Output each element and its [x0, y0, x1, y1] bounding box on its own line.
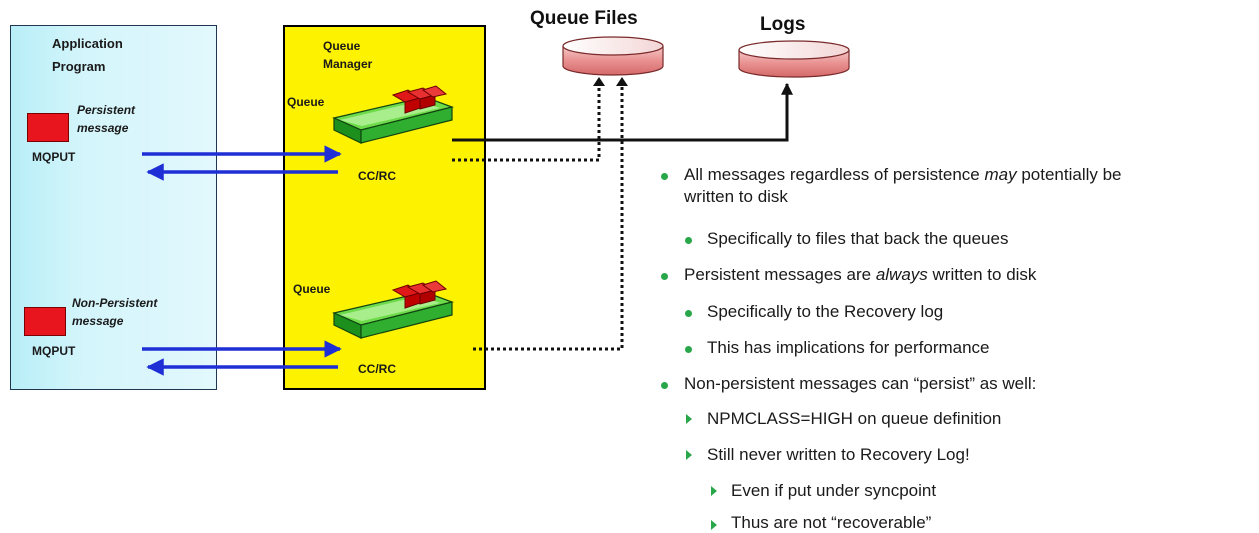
queue-top-tray-icon	[332, 85, 455, 144]
mqput-top-label: MQPUT	[32, 150, 76, 164]
queue-files-title: Queue Files	[530, 8, 638, 29]
mqput-bottom-label: MQPUT	[32, 344, 76, 358]
bullet-5: This has implications for performance	[707, 338, 990, 357]
logs-cylinder-icon	[738, 40, 850, 78]
bottom-queue-to-queue-files-connector	[473, 84, 624, 351]
application-title-line1: Application	[52, 36, 123, 51]
queue-top-label: Queue	[287, 95, 325, 109]
ccrc-bottom-label: CC/RC	[358, 362, 396, 376]
logs-title: Logs	[760, 14, 806, 35]
nonpersistent-label-line2: message	[72, 314, 124, 328]
bullet-triangle-icon	[686, 450, 692, 460]
bullet-6: Non-persistent messages can “persist” as…	[684, 374, 1037, 393]
application-title-line2: Program	[52, 59, 106, 74]
bullet-9: Even if put under syncpoint	[731, 481, 937, 500]
ccrc-top-label: CC/RC	[358, 169, 396, 183]
persistent-message-icon	[27, 113, 69, 142]
bullet-dot-icon	[685, 237, 692, 244]
bullet-3: Persistent messages are always written t…	[684, 265, 1037, 284]
nonpersistent-label-line1: Non-Persistent	[72, 296, 158, 310]
bullet-dot-icon	[661, 273, 668, 280]
bullet-triangle-icon	[711, 486, 717, 496]
top-queue-to-queue-files-connector	[452, 84, 601, 162]
bullet-7: NPMCLASS=HIGH on queue definition	[707, 409, 1002, 428]
nonpersistent-message-icon	[24, 307, 66, 336]
queue-manager-title-line2: Manager	[323, 57, 373, 71]
persistent-to-logs-connector	[452, 82, 793, 142]
bullet-2: Specifically to files that back the queu…	[707, 229, 1009, 248]
persistent-label-line1: Persistent	[77, 103, 136, 117]
bullet-dot-icon	[685, 346, 692, 353]
bullet-triangle-icon	[686, 414, 692, 424]
queue-files-cylinder-icon	[562, 36, 664, 76]
bullet-triangle-icon	[711, 520, 717, 530]
bullet-4: Specifically to the Recovery log	[707, 302, 944, 321]
bullet-8: Still never written to Recovery Log!	[707, 445, 970, 464]
bullet-dot-icon	[661, 382, 668, 389]
queue-bottom-tray-icon	[332, 280, 455, 339]
bullet-10: Thus are not “recoverable”	[731, 513, 932, 532]
bullet-dot-icon	[661, 173, 668, 180]
queue-bottom-label: Queue	[293, 282, 331, 296]
bullet-dot-icon	[685, 310, 692, 317]
queue-manager-title-line1: Queue	[323, 39, 361, 53]
persistent-label-line2: message	[77, 121, 129, 135]
bullet-1: All messages regardless of persistence m…	[684, 165, 1122, 206]
